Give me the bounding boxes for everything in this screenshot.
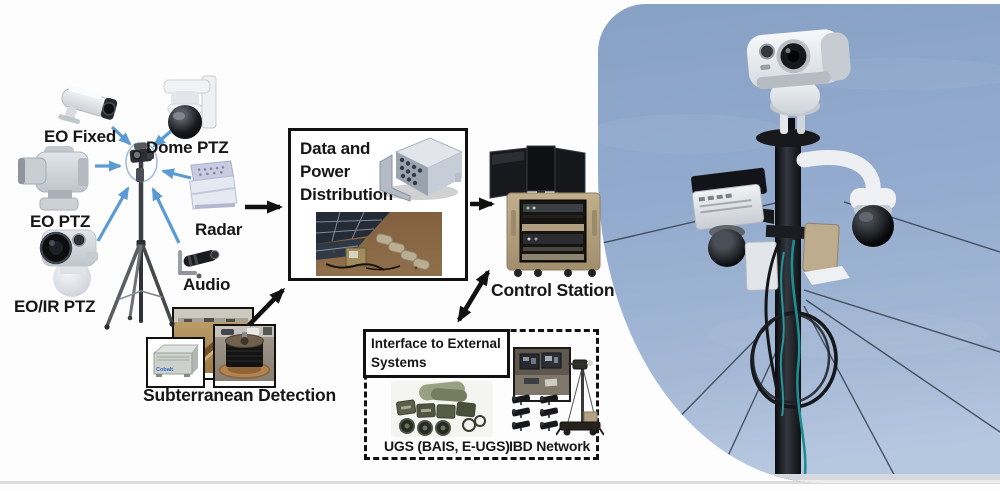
control-station-image	[480, 140, 610, 287]
eo-fixed-camera-icon	[56, 82, 124, 139]
interface-title-line1: Interface to External	[371, 336, 501, 351]
data-power-line3: Distribution	[300, 184, 393, 204]
tower-photo-art	[598, 4, 1000, 483]
eo-ptz-camera-icon	[17, 144, 96, 219]
data-power-distribution-title: Data and Power Distribution	[300, 138, 393, 207]
subterranean-processor-image: Cobalt	[146, 337, 205, 388]
eo-fixed-label: EO Fixed	[44, 127, 117, 146]
workstation-photo-image	[513, 347, 571, 402]
bottom-divider	[0, 481, 1000, 484]
ugs-equipment-image	[391, 381, 493, 442]
dome-ptz-camera-icon	[158, 74, 218, 145]
control-station-label: Control Station	[491, 280, 615, 300]
ibd-network-label: IBD Network	[509, 438, 591, 454]
data-power-line1: Data and	[300, 139, 371, 158]
radar-label: Radar	[195, 220, 243, 239]
tower-camera-photo	[598, 4, 1000, 483]
solar-power-photo-image	[315, 211, 442, 281]
audio-sensor-icon	[168, 242, 224, 287]
eo-ir-ptz-camera-icon	[34, 226, 102, 305]
tripod-hub-graphic	[104, 159, 175, 330]
ibd-sensors-image	[510, 391, 566, 438]
radar-panel-icon	[186, 160, 240, 219]
data-power-line2: Power	[300, 161, 351, 181]
junction-box-image	[372, 130, 468, 207]
subterranean-detection-label: Subterranean Detection	[143, 385, 337, 405]
interface-title-line2: Systems	[371, 354, 427, 370]
eo-ptz-label: EO PTZ	[30, 212, 91, 231]
ugs-label: UGS (BAIS, E-UGS)	[384, 438, 510, 454]
cable-spool-photo-image	[213, 324, 276, 388]
audio-label: Audio	[183, 275, 231, 294]
eo-ir-ptz-label: EO/IR PTZ	[14, 297, 96, 316]
dome-ptz-label: Dome PTZ	[146, 138, 229, 157]
cobalt-equipment-label: Cobalt	[156, 367, 173, 373]
ibd-tower-image	[555, 358, 605, 441]
interface-external-systems-title-box: Interface to External Systems	[363, 329, 510, 378]
